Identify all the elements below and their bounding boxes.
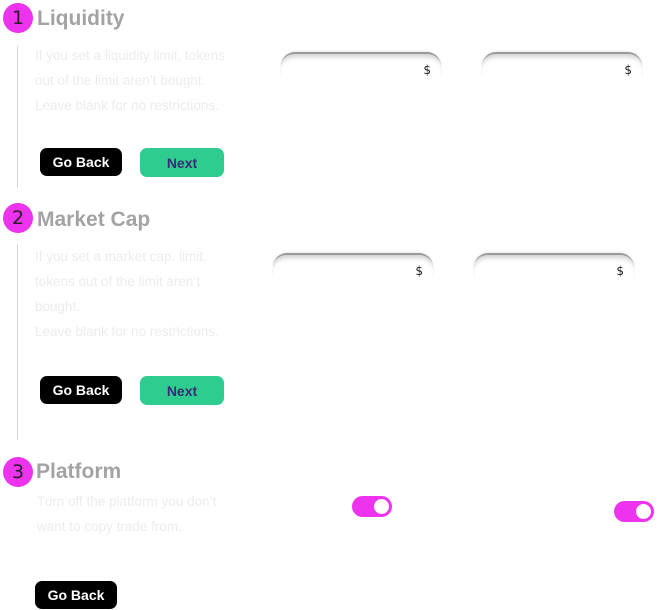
go-back-button[interactable]: Go Back — [40, 376, 122, 404]
step-2-desc-line: tokens out of the limit aren’t — [35, 274, 201, 289]
toggle-knob — [636, 504, 651, 519]
step-2-rail — [17, 244, 18, 440]
step-3-description: Turn off the platform you don’t want to … — [37, 489, 216, 539]
step-3-badge: 3 — [3, 457, 33, 487]
step-2-badge: 2 — [3, 203, 33, 233]
step-1-rail — [17, 46, 18, 188]
dollar-icon: $ — [415, 264, 423, 278]
next-button[interactable]: Next — [140, 376, 224, 405]
step-2-desc-line: If you set a market cap. limit, — [35, 249, 207, 264]
step-2-desc-line: bought. — [35, 299, 81, 314]
step-3-desc-line: Turn off the platform you don’t — [37, 494, 217, 509]
step-2-description: If you set a market cap. limit, tokens o… — [35, 244, 219, 344]
step-2-desc-line: Leave blank for no restrictions. — [35, 324, 219, 339]
next-button[interactable]: Next — [140, 148, 224, 177]
step-1-number: 1 — [11, 7, 25, 29]
liquidity-max-input[interactable]: $ — [482, 52, 642, 78]
step-1-badge: 1 — [3, 3, 33, 33]
platform-toggle[interactable] — [614, 501, 654, 522]
toggle-knob — [374, 499, 389, 514]
dollar-icon: $ — [423, 63, 431, 77]
step-3-number: 3 — [11, 461, 25, 483]
dollar-icon: $ — [624, 63, 632, 77]
liquidity-min-input[interactable]: $ — [281, 52, 441, 78]
step-3-title: Platform — [36, 460, 122, 483]
platform-toggle[interactable] — [352, 496, 392, 517]
dollar-icon: $ — [616, 264, 624, 278]
step-3-desc-line: want to copy trade from. — [37, 519, 182, 534]
step-1-desc-line: out of the limit aren’t bought. — [35, 73, 206, 88]
step-1-title: Liquidity — [37, 7, 125, 30]
go-back-button[interactable]: Go Back — [40, 148, 122, 176]
go-back-button[interactable]: Go Back — [35, 581, 117, 609]
step-1-description: If you set a liquidity limit, tokens out… — [35, 43, 225, 118]
step-2-number: 2 — [11, 207, 25, 229]
market-cap-min-input[interactable]: $ — [273, 253, 433, 279]
step-1-desc-line: If you set a liquidity limit, tokens — [35, 48, 225, 63]
step-2-title: Market Cap — [37, 208, 151, 231]
market-cap-max-input[interactable]: $ — [474, 253, 634, 279]
step-1-desc-line: Leave blank for no restrictions. — [35, 98, 219, 113]
